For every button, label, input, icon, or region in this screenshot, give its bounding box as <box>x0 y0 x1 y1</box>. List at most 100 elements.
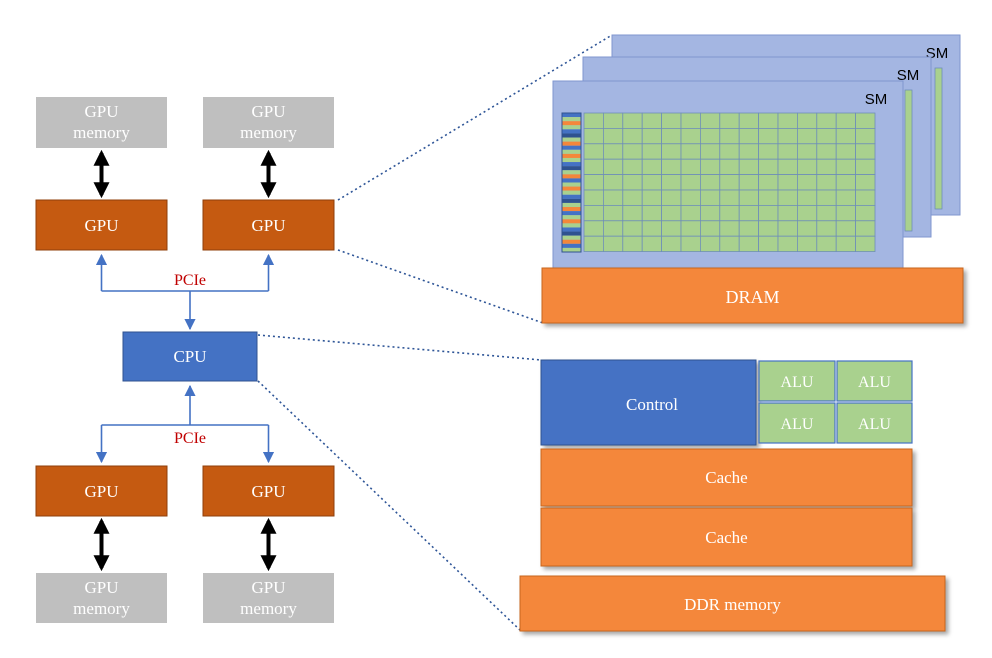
sm-core-cell <box>641 127 663 145</box>
sm-core-cell <box>855 143 876 160</box>
memory-gpu-arrows-bottom <box>93 517 277 572</box>
sm-core-cell <box>641 158 663 175</box>
sm-core-cell <box>855 158 876 175</box>
sm-core-cell <box>816 220 837 237</box>
sm-core-cell <box>719 143 740 160</box>
sm-control-stripe <box>562 113 581 118</box>
sm-core-cell <box>758 189 779 206</box>
sm-core-cell <box>797 220 818 237</box>
sm-control-stripe <box>562 194 581 199</box>
alu-box <box>836 402 913 444</box>
sm-core-cell <box>603 189 624 206</box>
gpu-top-left: GPU <box>35 199 168 251</box>
sm-core-cell <box>738 220 760 237</box>
sm-core-cell <box>680 127 701 145</box>
sm-core-cell <box>700 235 721 252</box>
memory-label-line1: GPU <box>84 102 118 121</box>
sm-core-cell <box>797 189 818 206</box>
sm-core-cell <box>661 112 682 129</box>
sm-core-cell <box>719 220 740 237</box>
sm-core-cell <box>758 235 779 252</box>
pcie-label-bg <box>166 428 214 447</box>
alu-unit: ALU <box>836 402 913 444</box>
sm-core-cell <box>855 127 876 145</box>
sm-control-stripe <box>562 235 581 240</box>
sm-core-cell <box>758 127 779 145</box>
sm-core-cell <box>603 220 624 237</box>
alu-box <box>758 360 836 402</box>
cpu: CPU <box>122 331 258 382</box>
sm-core-cell <box>816 143 837 160</box>
gpu-to-dram-connector-bottom <box>337 249 544 324</box>
pcie-label-top: PCIe <box>174 272 206 289</box>
sm-core-cell <box>719 189 740 206</box>
sm-core-cell <box>700 174 721 191</box>
sm-control-stripe <box>562 198 581 203</box>
sm-core-cell <box>719 158 740 175</box>
sm-core-cell <box>816 112 837 129</box>
gpu-to-sm-connector-top <box>337 34 613 201</box>
sm-core-cell <box>816 127 837 145</box>
sm-core-cell <box>583 112 604 129</box>
control-label: Control <box>626 395 678 414</box>
sm-core-cell <box>603 174 624 191</box>
sm-control-stripe <box>562 190 581 195</box>
sm-control-strip-outline <box>561 112 582 253</box>
sm-core-cell <box>680 189 701 206</box>
sm-core-cell <box>700 204 721 222</box>
sm-core-cell <box>700 189 721 206</box>
cache-label-lower: Cache <box>705 528 747 547</box>
gpu-box <box>202 465 335 517</box>
gpu-box <box>202 199 335 251</box>
sm-core-cell <box>622 127 643 145</box>
sm-control-stripe <box>562 166 581 171</box>
sm-core-cell <box>641 112 663 129</box>
sm-control-stripe <box>562 186 581 191</box>
gpu-memory-bottom-left: GPU memory <box>36 573 167 623</box>
sm-core-cell <box>641 220 663 237</box>
sm-core-cell <box>855 220 876 237</box>
cache-label-upper: Cache <box>705 468 747 487</box>
sm-core-cell <box>680 158 701 175</box>
cpu-box <box>122 331 258 382</box>
sm-core-cell <box>719 204 740 222</box>
sm-core-strip <box>934 67 943 210</box>
sm-core-cell <box>641 189 663 206</box>
memory-label-line2: memory <box>73 599 130 618</box>
memory-label-line2: memory <box>240 599 297 618</box>
sm-core-cell <box>603 158 624 175</box>
sm-core-cell <box>622 204 643 222</box>
sm-control-stripe <box>562 227 581 232</box>
sm-core-cell <box>700 220 721 237</box>
sm-core-cell <box>797 204 818 222</box>
sm-core-cell <box>816 158 837 175</box>
sm-core-cell <box>797 112 818 129</box>
sm-control-stripe <box>562 243 581 248</box>
sm-control-stripe <box>562 121 581 126</box>
sm-core-cell <box>738 235 760 252</box>
sm-label: SM <box>865 91 888 108</box>
alu-grid: ALU ALU ALU ALU <box>758 360 913 444</box>
gpu-detail-panel: SM SM SM DRAM <box>541 34 964 324</box>
sm-core-cell <box>641 235 663 252</box>
memory-label-line1: GPU <box>84 578 118 597</box>
sm-core-cell <box>680 220 701 237</box>
sm-core-cell <box>641 204 663 222</box>
sm-core-cell <box>680 204 701 222</box>
sm-core-cell <box>583 174 604 191</box>
sm-core-cell <box>816 189 837 206</box>
sm-core-cell <box>797 158 818 175</box>
sm-core-cell <box>622 189 643 206</box>
sm-core-cell <box>583 127 604 145</box>
sm-core-cell <box>777 112 798 129</box>
sm-core-cell <box>816 174 837 191</box>
cache-box <box>540 507 913 567</box>
sm-core-cell <box>797 143 818 160</box>
sm-label: SM <box>897 67 920 84</box>
gpu-label: GPU <box>84 482 118 501</box>
sm-control-stripe <box>562 231 581 236</box>
control-box <box>540 359 757 446</box>
sm-control-stripe <box>562 182 581 187</box>
gpu-label: GPU <box>251 482 285 501</box>
alu-box <box>758 402 836 444</box>
